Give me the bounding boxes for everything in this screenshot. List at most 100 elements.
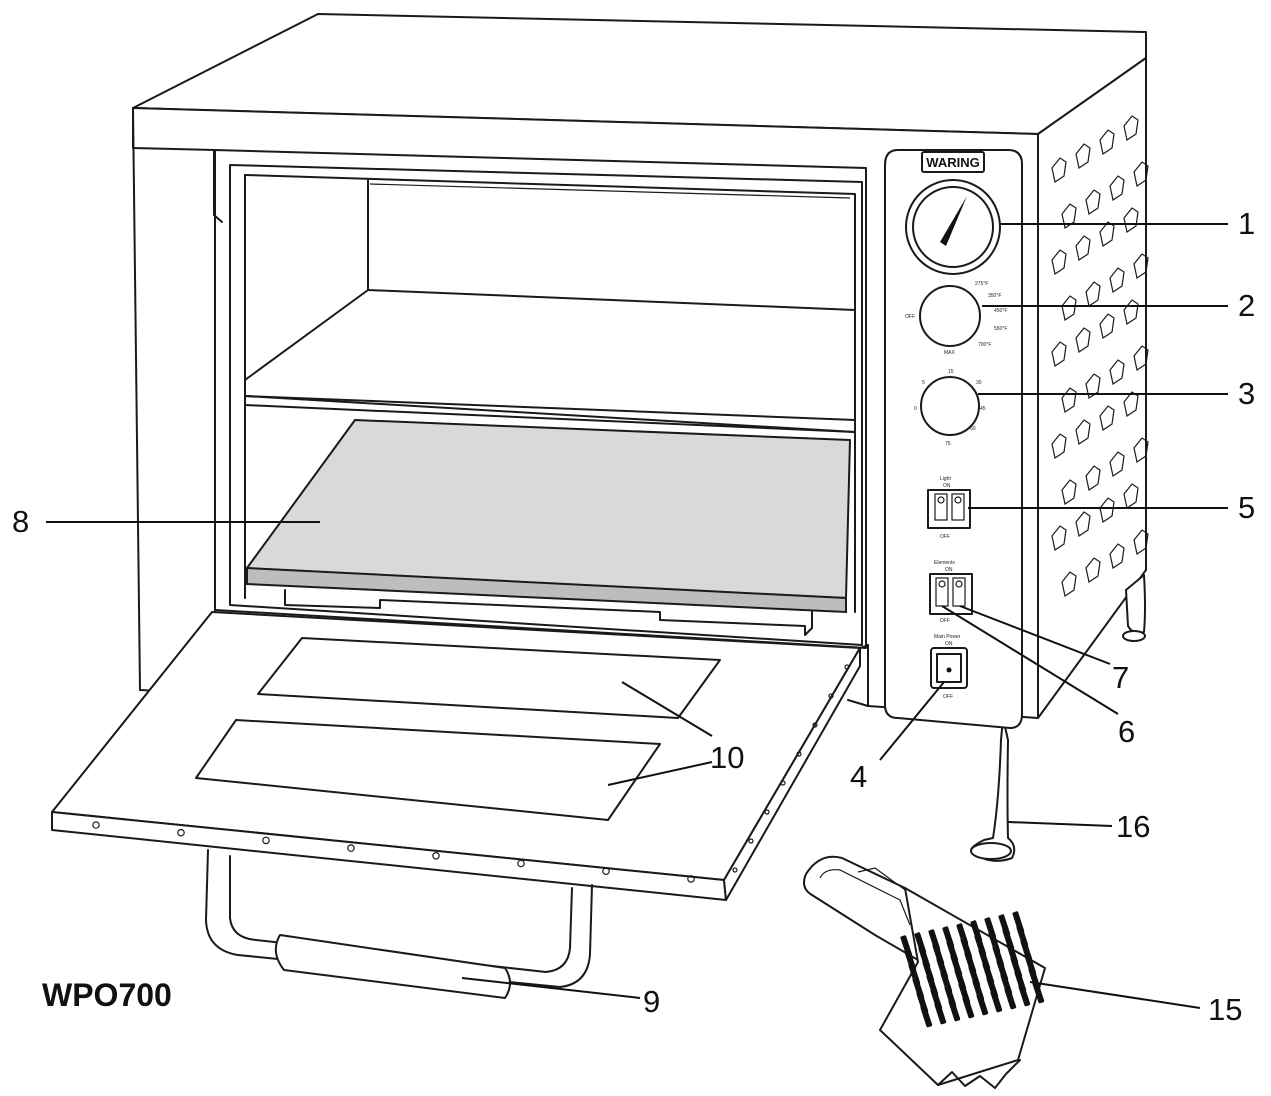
brand-logo [921,151,985,173]
door-bolts-side [732,664,850,873]
vent-hole [1109,267,1125,293]
bristle [962,996,975,1019]
svg-text:15: 15 [948,369,954,375]
vent-hole [1133,437,1149,463]
bolt [517,859,525,868]
bolt [780,780,786,786]
bolt [828,693,834,699]
bolt [764,809,770,815]
cleaning-brush [803,855,1046,1089]
vent-hole [1061,387,1077,413]
vent-hole [1109,543,1125,569]
callout-16: 16 [1116,809,1150,844]
bolt [177,828,185,837]
bolt [844,664,850,670]
oven-illustration: WARING 275°F 350°F 450°F 550°F 700°F MAX… [51,13,1149,999]
svg-text:OFF: OFF [943,694,953,700]
vent-hole [1075,327,1091,353]
callout-3: 3 [1238,376,1255,411]
oven-foot-rear [1122,574,1146,642]
callout-8: 8 [12,504,29,539]
vent-hole [1133,161,1149,187]
side-vents [1051,115,1149,597]
vent-hole [1051,525,1067,551]
bolt [347,844,355,852]
callout-6: 6 [1118,714,1135,749]
vent-hole [1051,249,1067,275]
vent-hole [1099,405,1115,431]
svg-text:700°F: 700°F [978,342,991,348]
svg-text:60: 60 [970,426,976,432]
vent-hole [1085,465,1101,491]
temperature-gauge [905,179,1001,275]
vent-hole [1133,253,1149,279]
callout-9: 9 [643,984,660,1019]
callout-2: 2 [1238,288,1255,323]
bristle [1004,987,1017,1010]
bolt [262,836,270,845]
bolt [748,838,754,844]
vent-hole [1085,281,1101,307]
bristle [1032,981,1045,1004]
power-switch[interactable]: Main Power ON OFF [930,634,968,700]
svg-text:OFF: OFF [940,534,950,540]
brush-illustration [803,855,1046,1089]
svg-text:275°F: 275°F [975,281,988,287]
bristle [976,993,989,1016]
callout-7: 7 [1112,660,1129,695]
pizza-stone [246,419,851,599]
svg-text:ON: ON [943,483,951,489]
vent-hole [1085,373,1101,399]
door-bolts [92,821,695,883]
vent-hole [1123,299,1139,325]
light-switch[interactable]: Light ON OFF [927,476,971,540]
vent-hole [1085,557,1101,583]
bristle [920,1005,933,1028]
vent-hole [1051,157,1067,183]
door-handle[interactable] [205,849,593,999]
vent-hole [1051,341,1067,367]
svg-text:Elements: Elements [934,560,955,566]
vent-hole [1075,235,1091,261]
svg-text:ON: ON [945,567,953,573]
vent-hole [1133,529,1149,555]
vent-hole [1085,189,1101,215]
control-panel: WARING 275°F 350°F 450°F 550°F 700°F MAX… [884,149,1023,729]
vent-hole [1099,313,1115,339]
element-switch-right[interactable] [952,577,966,607]
oven-foot [970,717,1016,862]
bolt [602,867,610,876]
vent-hole [1075,511,1091,537]
svg-text:450°F: 450°F [994,308,1007,314]
vent-hole [1075,419,1091,445]
callout-5: 5 [1238,490,1255,525]
vent-hole [1109,451,1125,477]
vent-hole [1075,143,1091,169]
oven-rack-upper [244,289,856,433]
svg-text:ON: ON [945,641,953,647]
svg-text:550°F: 550°F [994,326,1007,332]
bristle [1018,984,1031,1007]
temperature-dial[interactable]: 275°F 350°F 450°F 550°F 700°F MAX OFF [905,281,1007,356]
svg-text:MAX: MAX [944,350,956,356]
vent-hole [1123,483,1139,509]
vent-hole [1051,433,1067,459]
svg-text:OFF: OFF [905,314,915,320]
bolt [796,751,802,757]
svg-text:350°F: 350°F [988,293,1001,299]
door-window [195,637,721,821]
vent-hole [1133,345,1149,371]
model-name: WPO700 [42,977,172,1013]
callouts: 1 2 3 5 7 6 4 8 10 9 16 15 [12,206,1255,1027]
svg-text:OFF: OFF [940,618,950,624]
bristle [948,999,961,1022]
svg-text:5: 5 [922,380,925,386]
callout-1: 1 [1238,206,1255,241]
brand-text: WARING [926,155,979,170]
bolt [812,722,818,728]
bristle [990,990,1003,1013]
timer-dial[interactable]: 15 30 45 60 75 0 5 [914,369,986,447]
brush-bristles [900,911,1045,1028]
